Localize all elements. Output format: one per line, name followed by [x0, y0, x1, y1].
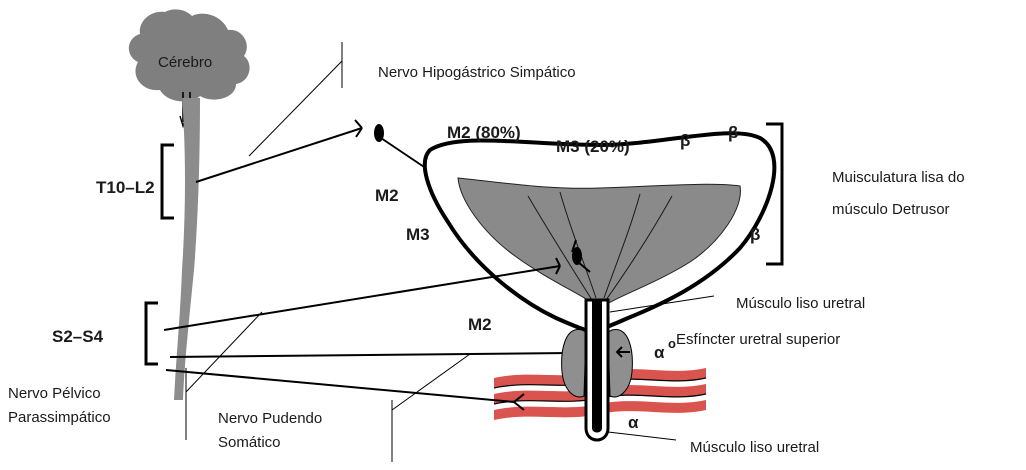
- smooth-muscle-upper-label: Músculo liso uretral: [736, 295, 865, 312]
- sphincter-nerve: [170, 353, 570, 357]
- hypogastric-label: Nervo Hipogástrico Simpático: [378, 64, 576, 81]
- receptor-alpha-lower: α: [628, 413, 639, 432]
- receptor-m3-left: M3: [406, 225, 430, 244]
- pelvic-label-line1: Nervo Pélvico: [8, 385, 101, 402]
- receptor-m3-20: M3 (20%): [556, 137, 630, 156]
- s2-s4-bracket: [146, 303, 158, 364]
- spinal-cord: [174, 98, 200, 400]
- detrusor-muscle: [458, 178, 740, 304]
- pudendal-label-line2: Somático: [218, 434, 281, 451]
- urethral-lumen: [592, 300, 602, 433]
- t10-l2-bracket: [162, 145, 174, 218]
- receptor-beta-3: β: [750, 225, 760, 244]
- brain-label: Cérebro: [158, 54, 212, 71]
- sphincter-label: Esfíncter uretral superior: [676, 331, 840, 348]
- s2-s4-label: S2–S4: [52, 327, 104, 346]
- receptor-alpha-upper: α: [654, 343, 665, 362]
- smooth-muscle-lower-label: Músculo liso uretral: [690, 439, 819, 456]
- alpha-degree-mark: o: [668, 336, 676, 351]
- hypogastric-preganglionic: [196, 128, 362, 182]
- hypogastric-leader-line: [249, 61, 342, 156]
- receptor-m2-left: M2: [375, 186, 399, 205]
- detrusor-label-line2: músculo Detrusor: [832, 201, 950, 218]
- receptor-m2-lower: M2: [468, 315, 492, 334]
- pelvic-label-line2: Parassimpático: [8, 409, 111, 426]
- internal-sphincter-left: [562, 330, 586, 397]
- detrusor-label-line1: Muisculatura lisa do: [832, 169, 965, 186]
- t10-l2-label: T10–L2: [96, 178, 155, 197]
- receptor-beta-1: β: [680, 131, 690, 150]
- receptor-m2-80: M2 (80%): [447, 123, 521, 142]
- pudendal-leader-line: [392, 354, 470, 410]
- pudendal-label-line1: Nervo Pudendo: [218, 410, 322, 427]
- smooth-lower-leader: [608, 432, 676, 440]
- pelvic-preganglionic: [164, 266, 560, 330]
- pudendal-nerve: [166, 370, 514, 402]
- receptor-beta-2: β: [728, 123, 738, 142]
